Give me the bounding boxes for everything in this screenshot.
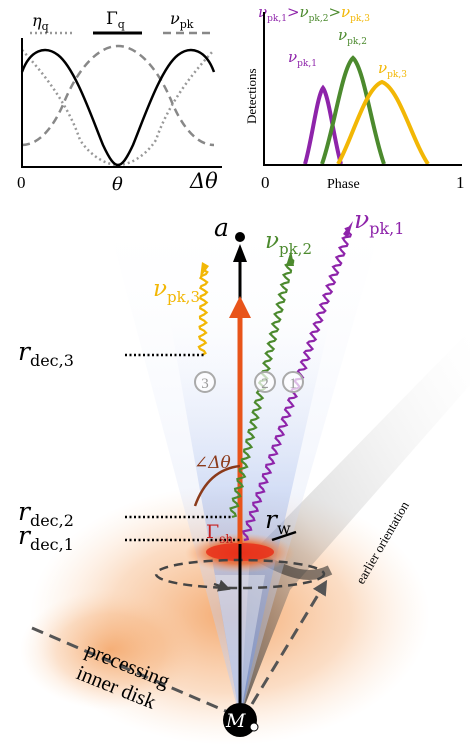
precession-arrow-head [213, 579, 231, 592]
central-mass-label: M [225, 710, 246, 732]
curve-nu-pk-3 [336, 79, 430, 166]
angle-label: ∠Δθ [194, 453, 231, 473]
curve-gamma-q-solid [20, 48, 216, 167]
ray-nu-pk-3-arrowhead [200, 262, 209, 278]
label-nu-pk-1: νpk,1 [288, 48, 317, 69]
r-w-tick [271, 530, 297, 542]
axis-label-a: a [214, 213, 229, 242]
ray-nu-pk-2-arrowhead [286, 250, 294, 266]
ray-label-nu-pk-3: νpk,3 [153, 276, 200, 306]
jet-axis-arrowhead [233, 244, 247, 262]
curve-nu-pk-2 [320, 55, 386, 165]
right-chart-ylabel: Detections [244, 68, 259, 124]
right-chart-x-tick-1: 1 [456, 173, 465, 192]
central-mass-dot [249, 722, 259, 732]
svg-text:1: 1 [289, 376, 297, 392]
right-chart-x-tick-0: 0 [261, 173, 270, 192]
r-dec-2-label: rdec,2 [18, 497, 74, 530]
earlier-orientation-cone [240, 330, 470, 718]
ray-label-nu-pk-2: νpk,2 [265, 228, 312, 258]
precessing-disk-dashed-line [31, 626, 229, 714]
gamma-sh-label: Γsh [206, 521, 233, 546]
ray-nu-pk-3 [197, 269, 209, 356]
label-nu-pk-2: νpk,2 [338, 26, 367, 47]
label-nu-pk-3: νpk,3 [378, 59, 407, 80]
ray-label-nu-pk-1: νpk,1 [354, 205, 404, 238]
svg-text:2: 2 [261, 376, 269, 392]
axis-top-dot [235, 232, 245, 242]
left-chart-x-center-label: θ [112, 174, 123, 195]
svg-text:Γq: Γq [106, 9, 125, 31]
circle-number-3: 3 [194, 371, 216, 393]
precession-diagram: a ∠Δθ νpk,1 νpk,2 νpk,3 3 2 1 [18, 205, 470, 745]
right-chart-title: νpk,1>νpk,2>νpk,3 [258, 3, 370, 24]
circle-number-1: 1 [282, 371, 304, 393]
circle-number-2: 2 [254, 371, 276, 393]
jet-arrowhead [229, 296, 251, 318]
top-right-chart: νpk,1>νpk,2>νpk,3 Detections νpk,1 νpk,2… [244, 3, 465, 192]
top-left-chart: ηq Γq νpk 0 θ Δθ [17, 9, 222, 195]
legend-eta-q: ηq [30, 11, 74, 35]
left-chart-x-tick-0: 0 [17, 173, 26, 192]
right-chart-xlabel: Phase [327, 177, 360, 192]
earlier-axis-dashed-arrow [250, 579, 328, 705]
jet-cone-blue-core [170, 320, 330, 718]
central-mass [223, 703, 257, 737]
curve-nu-pk-dashed [21, 44, 215, 147]
svg-text:νpk: νpk [170, 9, 194, 31]
ray-nu-pk-1-arrowhead [343, 221, 353, 238]
curve-eta-q-dotted [21, 49, 215, 167]
angle-arc [193, 464, 241, 507]
svg-text:ηq: ηq [32, 11, 49, 33]
r-dec-3-label: rdec,3 [18, 337, 74, 370]
r-w-label: rw [265, 505, 291, 538]
svg-text:3: 3 [201, 376, 209, 392]
legend-gamma-q: Γq [93, 9, 142, 35]
left-chart-x-end-label: Δθ [189, 169, 218, 193]
curve-nu-pk-1 [303, 84, 343, 165]
legend-nu-pk: νpk [163, 9, 214, 35]
r-dec-1-label: rdec,1 [18, 521, 74, 554]
